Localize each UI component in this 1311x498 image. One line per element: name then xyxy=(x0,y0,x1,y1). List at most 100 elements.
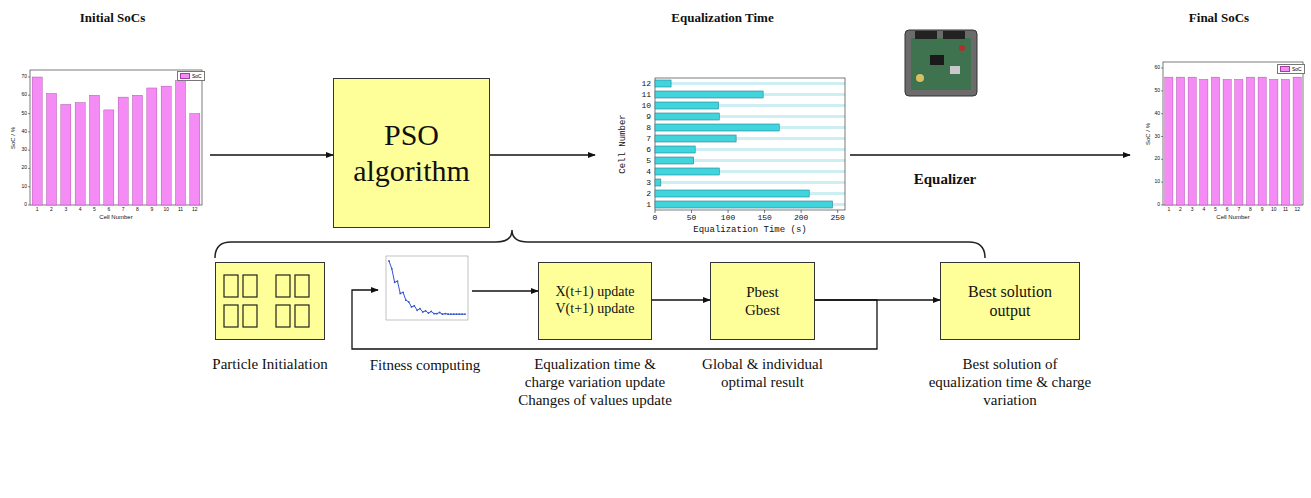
box-label: PSO algorithm xyxy=(342,117,482,189)
fitness-point xyxy=(422,311,424,313)
tick-label: 30 xyxy=(21,147,27,153)
particle-grid xyxy=(216,263,323,338)
chart-bar xyxy=(1258,77,1266,205)
flow-arrow xyxy=(210,154,333,155)
chart-bar xyxy=(655,102,719,109)
fitness-point xyxy=(447,313,449,315)
particle-cell xyxy=(276,305,290,327)
tick-label: 10 xyxy=(1154,179,1160,185)
axis-title: Cell Number xyxy=(619,114,629,173)
tick-mark xyxy=(1161,90,1163,91)
equalizer-housing xyxy=(905,30,977,96)
legend-swatch xyxy=(180,73,190,79)
process-box: PSO algorithm xyxy=(333,78,490,228)
tick-label: 70 xyxy=(21,74,27,80)
tick-label: 250 xyxy=(830,214,844,223)
particle-cell xyxy=(224,305,238,327)
curly-brace xyxy=(215,230,985,258)
chart-bar xyxy=(655,179,661,186)
tick-label: 3 xyxy=(1191,207,1194,213)
tick-label: 200 xyxy=(794,214,808,223)
axis-title: Equalization Time (s) xyxy=(693,226,806,236)
equalizer-chip xyxy=(950,66,960,74)
chart-bar xyxy=(175,81,185,205)
process-box: Pbest GbestGlobal & individual optimal r… xyxy=(710,262,815,340)
chart-bar xyxy=(147,88,157,205)
fitness-point xyxy=(458,313,460,315)
tick-label: 3 xyxy=(64,207,67,213)
chart-bar xyxy=(1200,79,1208,205)
box-caption: Fitness computing xyxy=(350,356,500,374)
grid-line xyxy=(655,82,845,85)
chart-bar xyxy=(655,146,695,153)
chart-title: Equalization Time xyxy=(671,10,773,26)
tick-label: 6 xyxy=(107,207,110,213)
fitness-point xyxy=(442,313,444,315)
tick-label: 0 xyxy=(24,202,27,208)
chart-bar xyxy=(132,95,142,205)
tick-label: 8 xyxy=(1249,207,1252,213)
edge-label: Equalizer xyxy=(912,171,979,188)
equalizer-connector xyxy=(915,31,937,39)
chart-bar xyxy=(75,103,85,205)
box-caption: Best solution of equalization time & cha… xyxy=(925,355,1095,409)
chart-bar xyxy=(655,91,763,98)
fitness-point xyxy=(450,313,452,315)
equalizer-connector xyxy=(943,31,965,39)
tick-label: 1 xyxy=(1167,207,1170,213)
chart-frame xyxy=(30,70,202,205)
tick-mark xyxy=(28,77,30,78)
particle-cell xyxy=(224,275,238,297)
tick-label: 2 xyxy=(646,189,651,198)
chart-bar xyxy=(1281,79,1289,205)
tick-mark xyxy=(655,210,656,213)
axis-title: Cell Number xyxy=(99,214,132,221)
fitness-point xyxy=(402,291,404,293)
tick-label: 150 xyxy=(757,214,771,223)
chart-bar xyxy=(655,168,719,175)
chart-bar xyxy=(655,124,779,131)
tick-label: 20 xyxy=(1154,157,1160,163)
tick-label: 0 xyxy=(653,214,658,223)
tick-label: 11 xyxy=(178,207,183,213)
process-box: Best solution outputBest solution of equ… xyxy=(940,262,1080,340)
process-box: Particle Initialation xyxy=(215,262,325,340)
tick-label: 6 xyxy=(1226,207,1229,213)
chart-bar xyxy=(118,97,128,205)
fitness-point xyxy=(416,309,418,311)
box-label: Best solution output xyxy=(955,282,1065,320)
fitness-point xyxy=(453,313,455,315)
tick-label: 1 xyxy=(36,207,39,213)
fitness-point xyxy=(436,313,438,315)
bar-chart xyxy=(1161,62,1303,205)
tick-label: 10 xyxy=(21,184,27,190)
tick-mark xyxy=(28,205,30,206)
chart-frame xyxy=(1163,62,1303,205)
tick-label: 60 xyxy=(21,93,27,99)
fitness-point xyxy=(433,313,435,315)
chart-bar xyxy=(1246,77,1254,205)
chart-bar xyxy=(1211,77,1219,205)
tick-mark xyxy=(1161,68,1163,69)
fitness-point xyxy=(405,299,407,301)
tick-label: 4 xyxy=(1202,207,1205,213)
tick-label: 7 xyxy=(646,134,651,143)
flow-arrow xyxy=(472,290,538,291)
fitness-point xyxy=(444,313,446,315)
fitness-point xyxy=(464,313,466,315)
tick-label: 3 xyxy=(646,178,651,187)
process-box: X(t+1) update V(t+1) updateEqualization … xyxy=(538,262,652,340)
tick-label: 7 xyxy=(122,207,125,213)
fitness-point xyxy=(461,313,463,315)
chart-bar xyxy=(104,110,114,205)
flow-arrow xyxy=(652,299,710,300)
equalizer-board xyxy=(911,38,971,90)
chart-panel: Final SoCs xyxy=(1130,28,1308,223)
chart-frame xyxy=(655,78,845,210)
fitness-point xyxy=(399,293,401,295)
tick-mark xyxy=(837,210,838,213)
tick-label: 9 xyxy=(150,207,153,213)
chart-bar xyxy=(1293,77,1301,205)
chart-bar xyxy=(655,190,809,197)
tick-label: 8 xyxy=(136,207,139,213)
